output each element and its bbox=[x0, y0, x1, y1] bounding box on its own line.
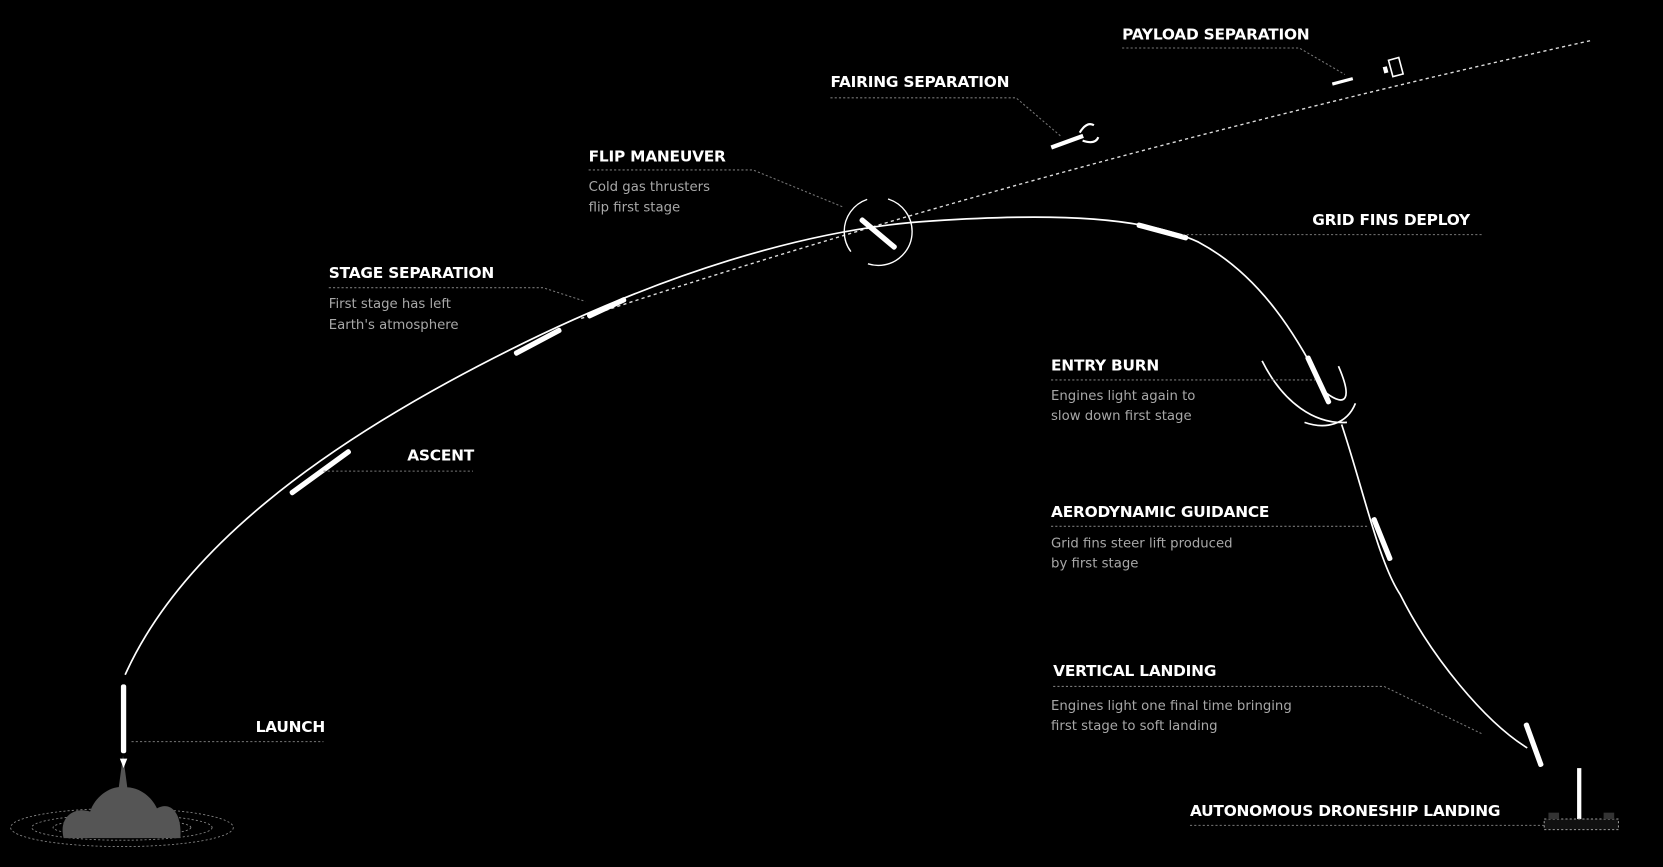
droneship-icon bbox=[1543, 768, 1619, 831]
vertical-landing-title: VERTICAL LANDING bbox=[1053, 662, 1216, 680]
launch-smoke-cloud bbox=[62, 755, 181, 839]
aerodynamic-guidance-desc-2: by first stage bbox=[1051, 557, 1138, 572]
launch-title: LAUNCH bbox=[256, 718, 325, 736]
fairing-separation-title: FAIRING SEPARATION bbox=[830, 73, 1009, 91]
entry-burn-desc-1: Engines light again to bbox=[1051, 389, 1195, 404]
stage-separation-leader bbox=[328, 287, 586, 302]
entry-burn-title: ENTRY BURN bbox=[1051, 356, 1159, 374]
ascent-rocket-icon bbox=[289, 449, 352, 496]
aerodynamic-guidance-rocket-icon bbox=[1371, 517, 1393, 562]
vertical-landing-desc-1: Engines light one final time bringing bbox=[1051, 699, 1292, 714]
flip-rocket-icon bbox=[859, 217, 897, 250]
second-stage-trajectory bbox=[580, 39, 1592, 320]
stage-separation-title: STAGE SEPARATION bbox=[329, 264, 494, 282]
flip-maneuver-circle bbox=[843, 196, 913, 267]
stage-separation-desc-1: First stage has left bbox=[329, 297, 451, 312]
flip-maneuver-desc-2: flip first stage bbox=[589, 200, 681, 215]
entry-burn-shock-arc bbox=[1261, 360, 1348, 424]
first-stage-trajectory bbox=[124, 216, 1327, 676]
fairing-separation-leader bbox=[830, 97, 1061, 137]
flip-maneuver-leader bbox=[588, 169, 844, 208]
entry-burn-rocket-icon bbox=[1305, 355, 1332, 405]
entry-burn-loop bbox=[1325, 365, 1347, 401]
payload-satellite-icon bbox=[1331, 56, 1405, 86]
payload-separation-leader bbox=[1122, 47, 1346, 75]
descent-trajectory bbox=[1340, 424, 1528, 749]
grid-fins-rocket-icon bbox=[1136, 222, 1189, 241]
stage-separation-rocket-icon bbox=[513, 327, 562, 356]
aerodynamic-guidance-title: AERODYNAMIC GUIDANCE bbox=[1051, 503, 1269, 521]
vertical-landing-desc-2: first stage to soft landing bbox=[1051, 719, 1218, 734]
aerodynamic-guidance-desc-1: Grid fins steer lift produced bbox=[1051, 537, 1232, 552]
entry-burn-shock-arc-2 bbox=[1304, 402, 1357, 427]
grid-fins-deploy-title: GRID FINS DEPLOY bbox=[1312, 211, 1471, 229]
upper-stage-rocket-icon bbox=[587, 297, 627, 319]
flip-maneuver-desc-1: Cold gas thrusters bbox=[589, 180, 710, 195]
payload-separation-title: PAYLOAD SEPARATION bbox=[1122, 25, 1309, 43]
entry-burn-desc-2: slow down first stage bbox=[1051, 409, 1192, 424]
stage-separation-desc-2: Earth's atmosphere bbox=[329, 318, 459, 333]
ascent-title: ASCENT bbox=[407, 447, 475, 465]
flip-maneuver-title: FLIP MANEUVER bbox=[589, 147, 726, 165]
vertical-landing-rocket-icon bbox=[1523, 722, 1544, 768]
vertical-landing-leader bbox=[1053, 685, 1483, 735]
fairing-separation-icon bbox=[1050, 123, 1100, 150]
droneship-landing-title: AUTONOMOUS DRONESHIP LANDING bbox=[1190, 802, 1500, 820]
launch-rocket-icon bbox=[119, 684, 128, 769]
